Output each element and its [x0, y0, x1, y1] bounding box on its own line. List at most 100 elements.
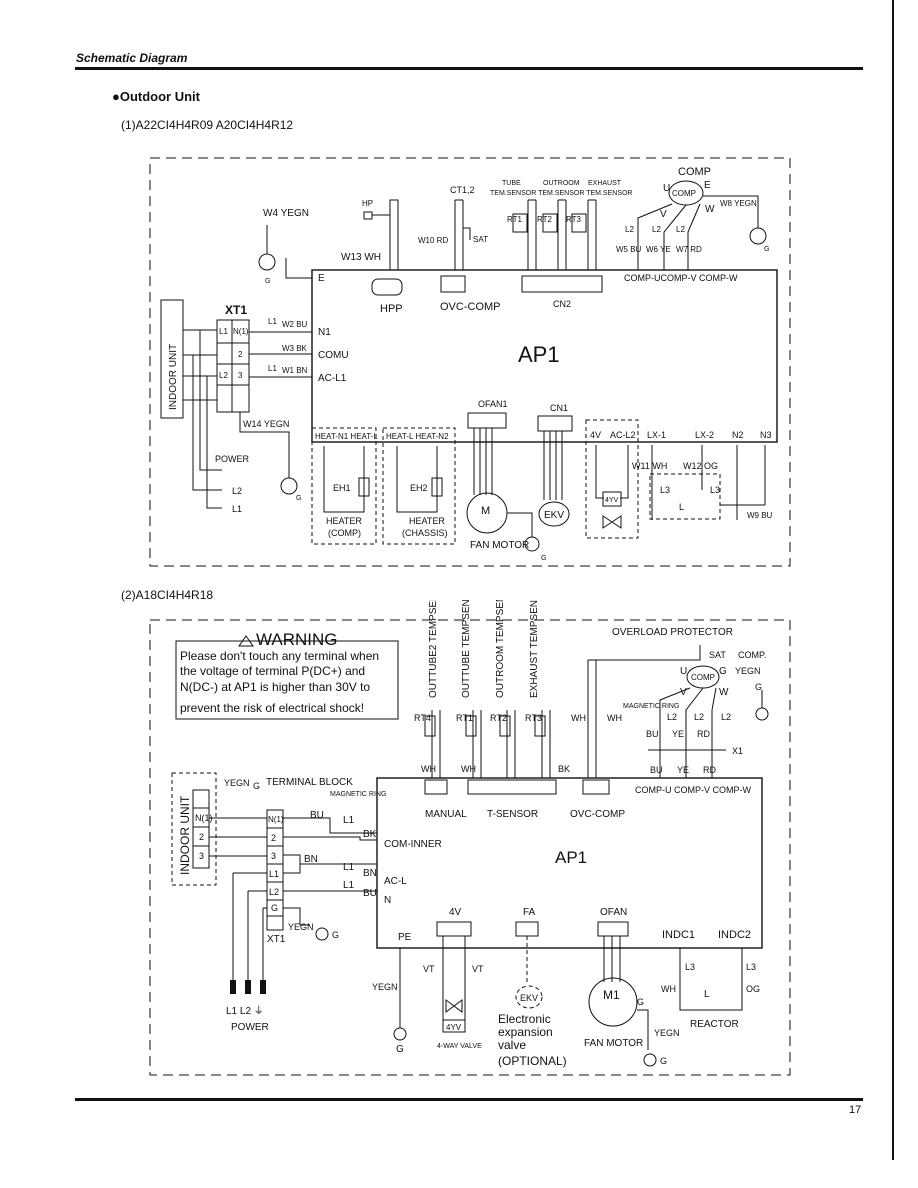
acl1-label: AC-L1 [318, 373, 347, 384]
overload-wires [587, 645, 701, 778]
ring-l1: L1 [343, 815, 355, 826]
manual-label: MANUAL [425, 809, 467, 820]
ekv-label: EKV [544, 510, 564, 521]
w1-label: W1 BN [282, 366, 308, 375]
n-label: N [384, 895, 391, 906]
comp-g: G [719, 666, 727, 677]
l2-b: L2 [652, 225, 661, 234]
ekv-line-3: valve [498, 1038, 526, 1052]
comp-label: COMP. [738, 650, 766, 660]
fan-ground-wire [637, 1009, 649, 1050]
terminal-block [266, 809, 284, 931]
xt1-2: 2 [238, 350, 243, 359]
indoor-link-wires [209, 817, 267, 857]
section-title: ●Outdoor Unit [112, 89, 200, 104]
comp-terminals: COMP-U COMP-V COMP-W [635, 785, 751, 795]
eh1-element [358, 477, 370, 497]
4v-label: 4V [449, 907, 462, 918]
power-label: POWER [215, 454, 250, 464]
n3-label: N3 [760, 430, 772, 440]
power-link-wires [283, 854, 377, 926]
overload-label: OVERLOAD PROTECTOR [612, 627, 733, 638]
x1-wires [659, 750, 713, 778]
reactor-label: REACTOR [690, 1019, 739, 1030]
rd-label-2: RD [703, 765, 716, 775]
w9-label: W9 BU [747, 511, 773, 520]
eh2-element [431, 477, 443, 497]
indoor-unit-box [160, 299, 184, 419]
lx1-label: LX-1 [647, 430, 666, 440]
heater2-label: HEATER [409, 516, 445, 526]
fan-wires [603, 936, 621, 982]
vt-b: VT [472, 964, 484, 974]
valve-symbol [602, 515, 622, 529]
comp-v: V [660, 209, 667, 220]
4yv-coil [442, 1019, 466, 1033]
l2-c: L2 [721, 712, 731, 722]
sensor-wires [431, 710, 551, 778]
ye-label: YE [672, 729, 684, 739]
diagram2-caption: (2)A18CI4H4R18 [121, 588, 214, 602]
ekv-line-1: Electronic [498, 1012, 551, 1026]
tb-g: G [271, 903, 278, 913]
w3-label: W3 BK [282, 344, 308, 353]
w14-label: W14 YEGN [243, 419, 289, 429]
ekv-label: EKV [520, 993, 538, 1003]
rt4-symbol [424, 715, 436, 737]
warning-line-4: prevent the risk of electrical shock! [180, 701, 364, 715]
xt1-l2: L2 [219, 371, 228, 380]
xt1-block [216, 319, 250, 413]
hpp-label: HPP [380, 303, 403, 315]
com-wires [283, 817, 377, 841]
xt1-label: XT1 [225, 303, 247, 317]
indoor-n1: N(1) [195, 813, 213, 823]
fa-connector [515, 921, 539, 937]
power-label: POWER [231, 1022, 269, 1033]
reactor-l: L [704, 989, 710, 1000]
reactor-wires [679, 948, 743, 1011]
yegn-g-label: YEGN [288, 922, 314, 932]
ap1-label: AP1 [555, 848, 587, 867]
indc1-label: INDC1 [662, 929, 695, 941]
exhaust-label: EXHAUST [588, 180, 622, 187]
comp-e: E [704, 180, 711, 191]
warning-line-2: the voltage of terminal P(DC+) and [180, 664, 365, 678]
power-plug-g [260, 980, 266, 994]
fan-wires [473, 428, 563, 500]
indc2-label: INDC2 [718, 929, 751, 941]
tb-l2: L2 [269, 887, 279, 897]
warning-line-1: Please don't touch any terminal when [180, 649, 379, 663]
l1-ring-a: L1 [268, 317, 277, 326]
w13-label: W13 WH [341, 252, 381, 263]
valve-label: 4-WAY VALVE [437, 1043, 482, 1050]
cn2-label: CN2 [553, 299, 571, 309]
sensor-outtube: OUTTUBE TEMPSENSOR [461, 600, 472, 698]
w8-label: W8 YEGN [720, 199, 757, 208]
bn-label-2: BN [363, 868, 377, 879]
l2-c: L2 [676, 225, 685, 234]
fan-motor-label: FAN MOTOR [584, 1038, 643, 1049]
heater-chassis-box [382, 427, 456, 545]
power-l2: L2 [232, 486, 242, 496]
comp-u: U [663, 183, 670, 194]
e-label: E [318, 273, 325, 284]
fan-motor-label: FAN MOTOR [470, 540, 529, 551]
w2-label: W2 BU [282, 320, 308, 329]
l1-ring-b: L1 [268, 364, 277, 373]
ekv-line-2: expansion [498, 1025, 553, 1039]
l-label: L [679, 502, 684, 512]
ct-label: CT1,2 [450, 185, 475, 195]
ground-symbol [524, 536, 540, 552]
sensor-exhaust: EXHAUST TEMPSENSOR [529, 600, 540, 698]
l3-a: L3 [685, 962, 695, 972]
bk-label-2: BK [363, 829, 377, 840]
terminal-block-label: TERMINAL BLOCK [266, 777, 353, 788]
yegn-g: G [755, 682, 762, 692]
tube-label: TUBE [502, 180, 521, 187]
fan-g-2: G [660, 1056, 667, 1066]
ground-g: G [332, 930, 339, 940]
fan-motor-symbol [588, 977, 638, 1027]
comp-inner-label: COMP [672, 189, 696, 198]
comp-wires [648, 687, 726, 751]
wh-label-b: WH [461, 764, 476, 774]
